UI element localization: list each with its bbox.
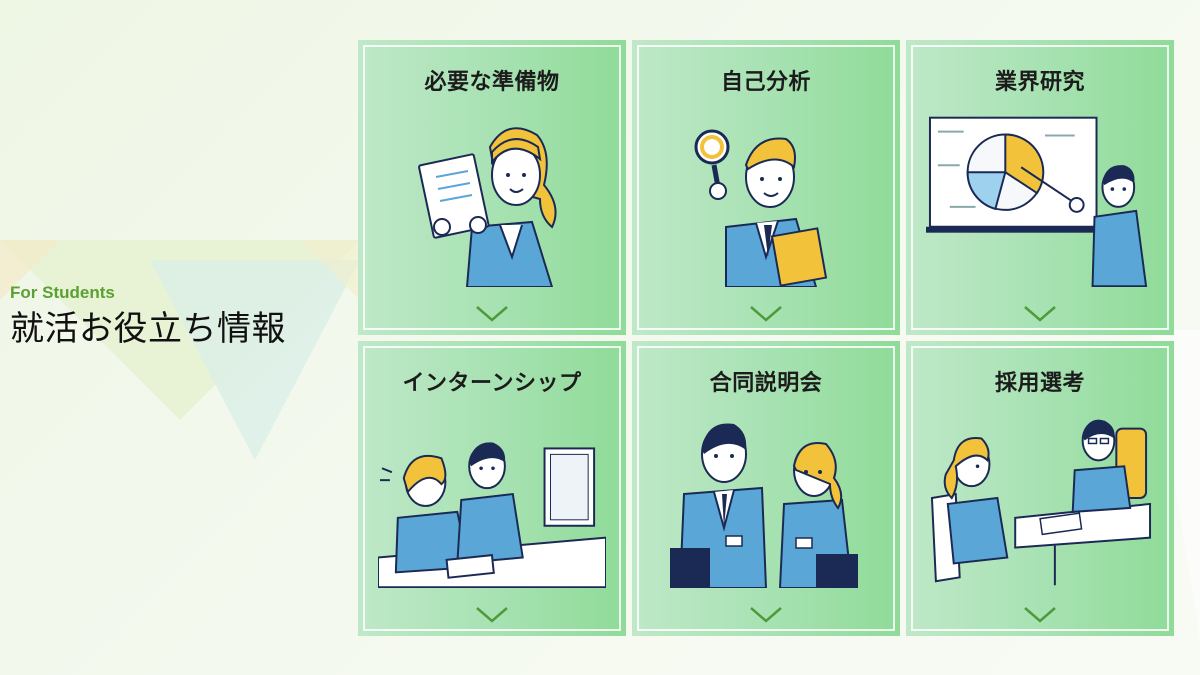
- chevron-down-icon: [750, 607, 782, 623]
- card-internship[interactable]: インターンシップ: [358, 341, 626, 636]
- card-joint-briefing[interactable]: 合同説明会: [632, 341, 900, 636]
- office-pc-work-icon: [378, 403, 606, 593]
- card-recruitment-selection[interactable]: 採用選考: [906, 341, 1174, 636]
- card-title-preparation: 必要な準備物: [424, 70, 560, 95]
- hero-heading: For Students 就活お役立ち情報: [10, 283, 286, 351]
- card-self-analysis[interactable]: 自己分析: [632, 40, 900, 335]
- chevron-down-icon: [476, 306, 508, 322]
- chevron-down-icon: [1024, 306, 1056, 322]
- for-students-label: For Students: [10, 283, 115, 302]
- presentation-chart-icon: [926, 102, 1154, 292]
- card-title-internship: インターンシップ: [402, 371, 582, 396]
- chevron-down-icon: [476, 607, 508, 623]
- card-title-recruitment-selection: 採用選考: [994, 371, 1085, 396]
- page-title: 就活お役立ち情報: [10, 309, 286, 349]
- chevron-down-icon: [750, 306, 782, 322]
- card-industry-research[interactable]: 業界研究: [906, 40, 1174, 335]
- card-title-joint-briefing: 合同説明会: [709, 371, 823, 396]
- two-students-icon: [652, 403, 880, 593]
- card-preparation[interactable]: 必要な準備物: [358, 40, 626, 335]
- document-holding-woman-icon: [378, 102, 606, 292]
- magnifier-man-icon: [652, 102, 880, 292]
- info-card-grid: 必要な準備物: [358, 40, 1174, 636]
- chevron-down-icon: [1024, 607, 1056, 623]
- card-title-self-analysis: 自己分析: [720, 70, 811, 95]
- card-title-industry-research: 業界研究: [994, 70, 1085, 95]
- interview-icon: [926, 403, 1154, 593]
